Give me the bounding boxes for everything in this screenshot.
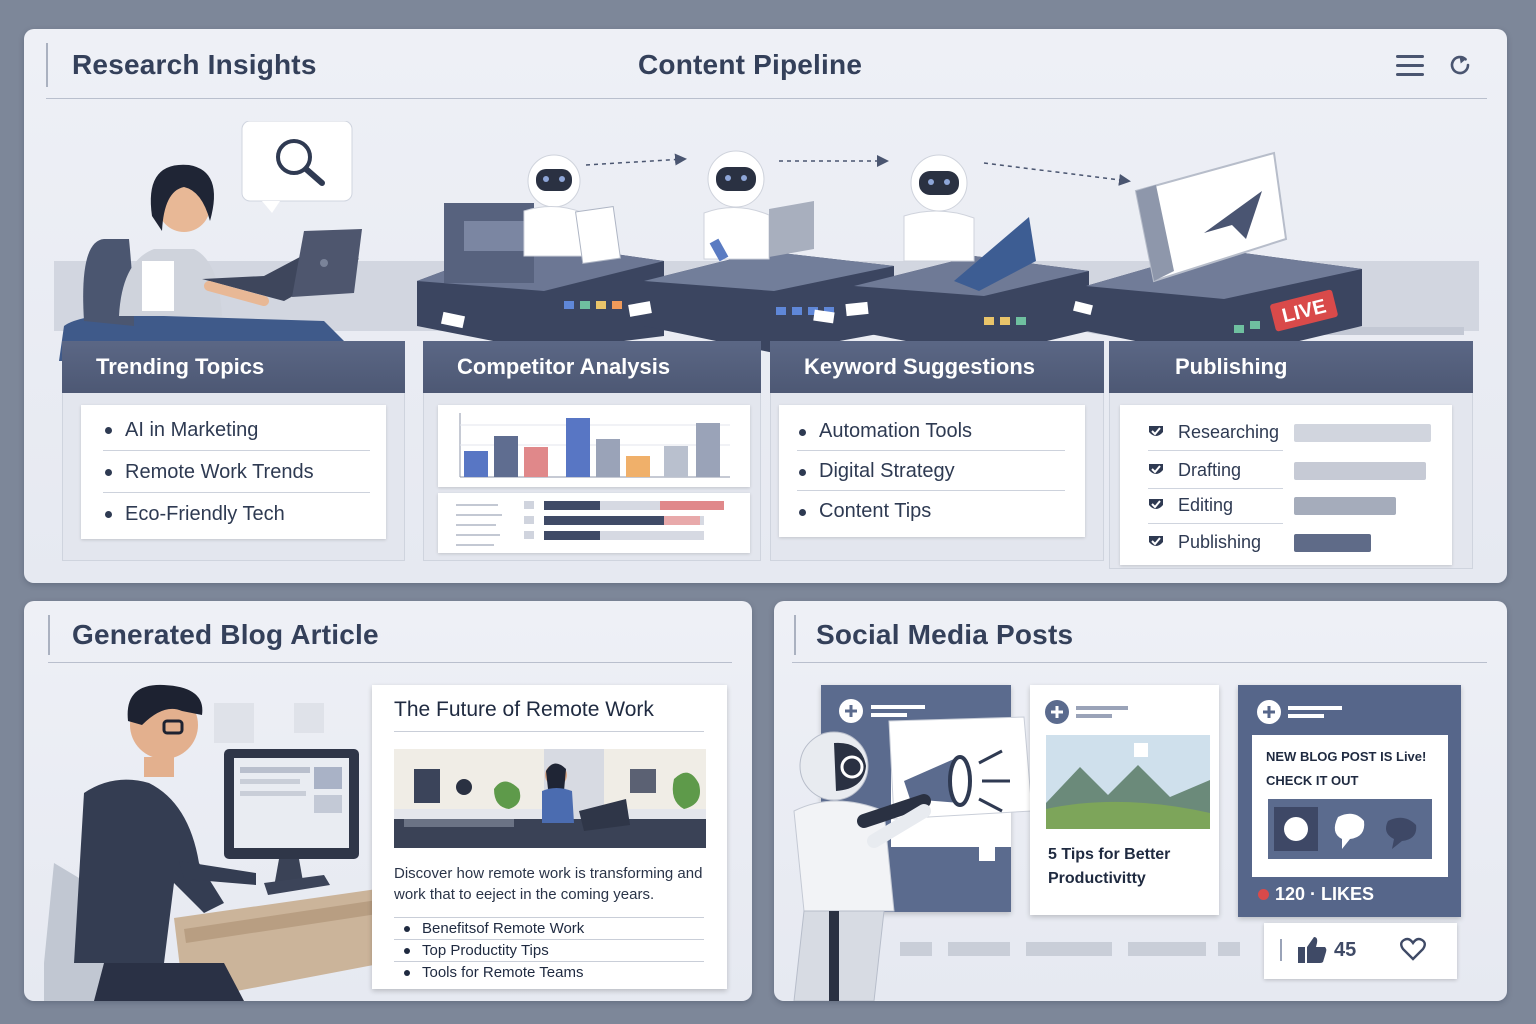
check-shield-icon bbox=[1149, 426, 1163, 436]
engagement-divider bbox=[1280, 939, 1282, 961]
robot-megaphone-illustration bbox=[793, 716, 1033, 1001]
header-underline bbox=[46, 98, 1487, 99]
article-point: Tools for Remote Teams bbox=[394, 961, 704, 983]
robot-station-1 bbox=[417, 154, 664, 351]
title-divider bbox=[48, 615, 50, 655]
check-shield-icon bbox=[1149, 499, 1163, 509]
competitor-analysis-header: Competitor Analysis bbox=[423, 341, 761, 393]
chart-bar bbox=[566, 418, 590, 477]
thumbs-up-icon[interactable] bbox=[1296, 935, 1328, 965]
header-underline bbox=[48, 662, 732, 663]
article-headline: The Future of Remote Work bbox=[394, 698, 654, 721]
publishing-body: Researching Drafting Editing Publishing bbox=[1109, 393, 1473, 569]
chart-bar bbox=[464, 451, 488, 477]
status-label: Researching bbox=[1178, 422, 1280, 442]
keyword-suggestions-header: Keyword Suggestions bbox=[770, 341, 1104, 393]
announcement-line-2: CHECK IT OUT bbox=[1266, 773, 1359, 788]
publishing-status-card: Researching Drafting Editing Publishing bbox=[1120, 405, 1452, 565]
social-post-card[interactable]: 5 Tips for Better Productivitty bbox=[1030, 685, 1219, 915]
heart-dot-icon bbox=[1258, 889, 1269, 900]
status-label: Drafting bbox=[1178, 460, 1242, 480]
keyword-item[interactable]: Digital Strategy bbox=[797, 451, 1065, 491]
header-underline bbox=[792, 662, 1487, 663]
chart-bar bbox=[596, 439, 620, 477]
status-progress-bar bbox=[1294, 462, 1426, 480]
topic-item[interactable]: Eco-Friendly Tech bbox=[103, 493, 370, 535]
title-divider bbox=[794, 615, 796, 655]
article-point: Top Productity Tips bbox=[394, 939, 704, 961]
check-shield-icon bbox=[1149, 464, 1163, 474]
announcement-line-1: NEW BLOG POST IS Live! bbox=[1266, 749, 1427, 764]
post-caption: 5 Tips for Better Productivitty bbox=[1048, 846, 1171, 887]
title-divider bbox=[46, 43, 48, 87]
skeleton-bars bbox=[900, 942, 1240, 956]
content-pipeline-panel: Research Insights Content Pipeline bbox=[24, 29, 1507, 583]
status-progress-bar bbox=[1294, 534, 1371, 552]
engagement-card: 45 bbox=[1264, 923, 1457, 979]
keyword-item[interactable]: Automation Tools bbox=[797, 411, 1065, 451]
social-media-posts-panel: Social Media Posts 5 bbox=[774, 601, 1507, 1001]
competitor-analysis-body bbox=[423, 393, 761, 561]
keyword-suggestions-body: Automation Tools Digital Strategy Conten… bbox=[770, 393, 1104, 561]
search-bubble bbox=[241, 121, 353, 213]
refresh-icon[interactable] bbox=[1446, 51, 1474, 79]
publishing-header: Publishing bbox=[1109, 341, 1473, 393]
article-description: Discover how remote work is transforming… bbox=[394, 865, 703, 903]
article-point: Benefitsof Remote Work bbox=[394, 917, 704, 939]
chat-bubbles-image bbox=[1268, 799, 1432, 859]
thumbs-count: 45 bbox=[1334, 939, 1357, 961]
research-insights-title: Research Insights bbox=[72, 49, 317, 80]
likes-row[interactable]: 120 · LIKES bbox=[1258, 884, 1374, 905]
hamburger-menu-icon[interactable] bbox=[1396, 55, 1424, 77]
chart-bar bbox=[626, 456, 650, 477]
status-row-drafting: Drafting bbox=[1148, 453, 1448, 489]
social-panel-title: Social Media Posts bbox=[816, 619, 1074, 650]
blog-panel-title: Generated Blog Article bbox=[72, 619, 379, 650]
pipeline-illustration: LIVE bbox=[54, 121, 1479, 361]
status-progress-bar bbox=[1294, 497, 1396, 515]
heart-icon[interactable] bbox=[1400, 937, 1426, 961]
trending-topics-card: AI in Marketing Remote Work Trends Eco-F… bbox=[81, 405, 386, 539]
status-row-editing: Editing bbox=[1148, 488, 1448, 524]
trending-topics-header: Trending Topics bbox=[62, 341, 405, 393]
article-divider bbox=[394, 731, 704, 732]
chart-bar bbox=[696, 423, 720, 477]
article-preview-card[interactable]: The Future of Remote Work Discover how r… bbox=[372, 685, 727, 989]
writer-illustration bbox=[44, 684, 384, 1001]
status-label: Publishing bbox=[1178, 532, 1262, 552]
keyword-item[interactable]: Content Tips bbox=[797, 491, 1065, 531]
likes-count: 120 · LIKES bbox=[1275, 884, 1375, 904]
status-row-researching: Researching bbox=[1148, 415, 1448, 451]
publishing-station: LIVE bbox=[1086, 151, 1362, 359]
check-shield-icon bbox=[1149, 536, 1163, 546]
keyword-suggestions-card: Automation Tools Digital Strategy Conten… bbox=[779, 405, 1085, 537]
social-post-card[interactable]: NEW BLOG POST IS Live! CHECK IT OUT 120 … bbox=[1238, 685, 1461, 917]
topic-item[interactable]: AI in Marketing bbox=[103, 409, 370, 451]
status-label: Editing bbox=[1178, 495, 1234, 515]
status-progress-bar bbox=[1294, 424, 1431, 442]
chart-bar bbox=[524, 447, 548, 477]
announcement-card: NEW BLOG POST IS Live! CHECK IT OUT bbox=[1252, 735, 1448, 877]
topic-item[interactable]: Remote Work Trends bbox=[103, 451, 370, 493]
status-row-publishing: Publishing bbox=[1148, 525, 1448, 559]
article-hero-image bbox=[394, 749, 706, 848]
content-pipeline-title: Content Pipeline bbox=[638, 49, 863, 80]
competitor-bar-chart bbox=[438, 405, 750, 487]
robot-station-3 bbox=[854, 154, 1089, 356]
generated-blog-article-panel: Generated Blog Article The Future of Rem… bbox=[24, 601, 752, 1001]
landscape-image bbox=[1045, 700, 1210, 829]
article-points-list: Benefitsof Remote Work Top Productity Ti… bbox=[394, 917, 704, 983]
chart-bar bbox=[494, 436, 518, 477]
competitor-comparison-bars bbox=[438, 493, 750, 553]
chart-bar bbox=[664, 446, 688, 477]
robot-station-2 bbox=[644, 150, 894, 353]
trending-topics-body: AI in Marketing Remote Work Trends Eco-F… bbox=[62, 393, 405, 561]
post-header-art bbox=[1257, 700, 1342, 724]
